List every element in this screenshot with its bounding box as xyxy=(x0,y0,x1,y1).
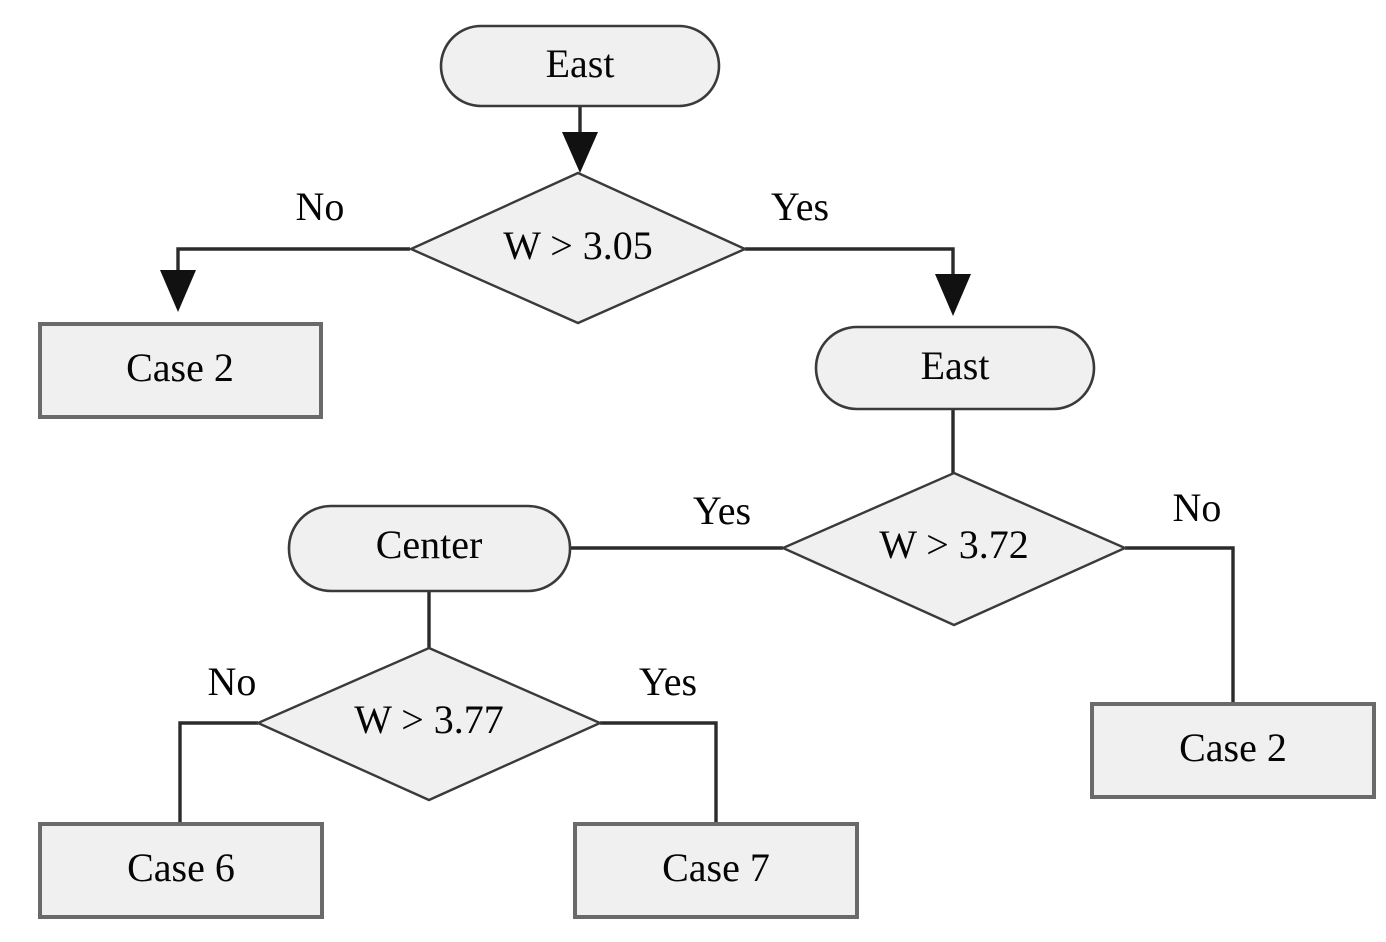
node-w305[interactable]: W > 3.05 xyxy=(408,171,748,325)
edge-east1-to-w305 xyxy=(562,105,598,173)
node-case2-right-label: Case 2 xyxy=(1179,725,1287,770)
node-case2-left[interactable]: Case 2 xyxy=(38,322,323,419)
rect-shape xyxy=(38,822,324,919)
node-east-second-label: East xyxy=(921,343,990,388)
node-w305-label: W > 3.05 xyxy=(503,223,653,268)
arrow-head-icon xyxy=(562,132,598,173)
edge-w305-to-east2 xyxy=(745,247,971,316)
rect-shape xyxy=(1090,702,1376,799)
node-case7-label: Case 7 xyxy=(662,845,770,890)
node-center-label: Center xyxy=(376,522,483,567)
edge-label-no-3: No xyxy=(208,659,257,704)
rect-shape xyxy=(38,322,323,419)
edge-label-yes-2: Yes xyxy=(693,488,751,533)
node-center[interactable]: Center xyxy=(287,504,572,593)
edge-w377-to-case7 xyxy=(600,721,718,823)
node-case6-label: Case 6 xyxy=(127,845,235,890)
edge-label-no-1: No xyxy=(296,184,345,229)
diamond-shape xyxy=(255,646,603,802)
node-w372[interactable]: W > 3.72 xyxy=(780,471,1128,627)
edge-label-yes-1: Yes xyxy=(771,184,829,229)
arrow-head-icon xyxy=(935,274,971,316)
node-w377-label: W > 3.77 xyxy=(354,697,504,742)
node-case6[interactable]: Case 6 xyxy=(38,822,324,919)
node-case2-left-label: Case 2 xyxy=(126,345,234,390)
node-case2-right[interactable]: Case 2 xyxy=(1090,702,1376,799)
diamond-shape xyxy=(780,471,1128,627)
stadium-shape xyxy=(814,325,1096,411)
diamond-shape xyxy=(408,171,748,325)
node-w372-label: W > 3.72 xyxy=(879,522,1029,567)
rect-shape xyxy=(573,822,859,919)
edge-w372-to-case2right xyxy=(1125,546,1235,703)
stadium-shape xyxy=(439,24,721,108)
node-east-root[interactable]: East xyxy=(439,24,721,108)
edge-w377-to-case6 xyxy=(178,721,258,823)
node-w377[interactable]: W > 3.77 xyxy=(255,646,603,802)
arrow-head-icon xyxy=(160,270,196,312)
edge-label-yes-3: Yes xyxy=(639,659,697,704)
node-east-root-label: East xyxy=(546,41,615,86)
edge-w305-to-case2left xyxy=(160,247,410,312)
stadium-shape xyxy=(287,504,572,593)
node-case7[interactable]: Case 7 xyxy=(573,822,859,919)
edge-label-no-2: No xyxy=(1173,485,1222,530)
node-east-second[interactable]: East xyxy=(814,325,1096,411)
